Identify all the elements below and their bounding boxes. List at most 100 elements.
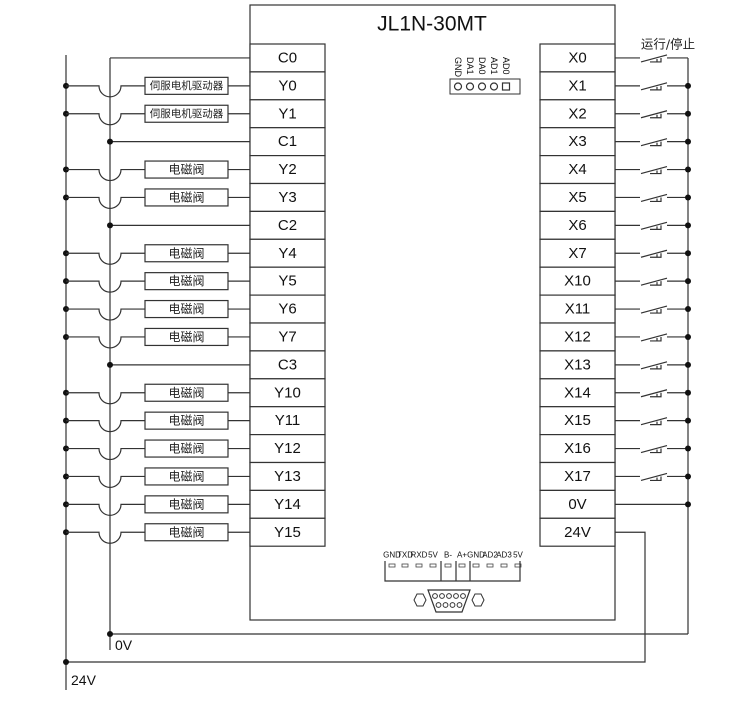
terminal-label: Y11 [275,412,301,429]
load-label: 伺服电机驱动器 [150,107,224,120]
switch-label: 运行/停止 [641,37,695,52]
switch-icon [615,361,688,370]
terminal-c0 [249,43,326,73]
switch-icon [615,417,688,426]
wire-load [66,85,250,98]
db9-pin [435,602,442,608]
terminal-label: X6 [568,217,586,234]
terminal-0v [539,489,616,519]
terminal-label: 24V [564,524,591,541]
wire-load [66,280,250,293]
terminal-label: Y10 [274,384,301,401]
junction-dot [685,110,691,117]
wire-load [66,475,250,488]
header-pin-label: GND [453,57,463,78]
terminal-x2 [539,99,616,129]
terminal-label: X12 [564,328,591,345]
terminal-y10 [249,378,326,408]
load-label: 电磁阀 [168,468,204,483]
db9-pin [449,602,456,608]
switch-icon [615,305,688,314]
terminal-label: X2 [568,105,586,122]
db9-pin [460,593,466,599]
wire-load [66,168,250,182]
switch-icon [615,333,688,342]
terminal-x13 [539,350,616,380]
junction-dot [685,138,691,145]
db9-pin [453,593,459,599]
solenoid-valve [144,244,229,263]
solenoid-valve [144,411,229,430]
wire-24v-bottom [66,531,646,663]
terminal-label: X4 [568,161,586,178]
terminal-label: Y3 [278,189,296,206]
terminal-label: X5 [568,189,586,206]
comm-pin-label: GND [467,551,485,560]
terminal-label: X0 [568,49,586,66]
label-0v: 0V [115,637,133,653]
solenoid-valve [144,523,229,542]
terminal-label: X15 [564,412,591,429]
junction-dot [107,222,113,229]
servo-driver [144,104,229,123]
junction-dot [685,306,691,313]
terminal-x3 [539,127,616,157]
header-pin-label: DA1 [465,57,475,75]
terminal-label: C0 [278,49,297,66]
junction-dot [685,333,691,340]
terminal-label: C3 [278,356,297,373]
junction-dot [685,166,691,173]
terminal-label: X10 [564,273,591,290]
header-pin-frame [449,78,521,95]
pin-circle-icon [489,82,499,91]
db9-connector [427,589,471,613]
pin-slot-icon [401,563,409,568]
switch-icon [615,54,688,63]
terminal-block-frame [384,561,521,582]
solenoid-valve [144,467,229,486]
comm-pin-label: 5V [428,551,438,560]
pin-slot-icon [514,563,522,568]
terminal-label: Y1 [278,105,296,122]
terminal-y15 [249,517,326,547]
header-pin-label: AD1 [489,57,499,75]
load-label: 电磁阀 [168,496,204,511]
terminal-x7 [539,238,616,268]
junction-dot [685,82,691,89]
pin-circle-icon [477,82,487,91]
db9-screw-icon [413,593,427,607]
junction-dot [63,659,69,665]
wire-load [66,113,250,126]
terminal-label: X13 [564,356,591,373]
db9-pin [439,593,445,599]
wire-load [66,196,250,209]
wire-load [66,308,250,321]
pin-slot-icon [415,563,423,568]
junction-dot [685,361,691,368]
header-pin-label: AD0 [501,57,511,75]
junction-dot [107,361,113,368]
terminal-label: Y7 [278,328,296,345]
switch-icon [615,249,688,258]
pin-slot-icon [472,563,480,568]
comm-pin-label: AD3 [496,551,512,560]
junction-dot [685,389,691,396]
terminal-label: Y6 [278,301,296,318]
pin-circle-icon [465,82,475,91]
pin-slot-icon [500,563,508,568]
junction-dot [685,417,691,424]
wire-load [66,252,250,265]
pin-slot-icon [444,563,452,568]
comm-pin-label: RXD [411,551,428,560]
terminal-label: Y15 [274,524,301,541]
load-label: 电磁阀 [168,245,204,260]
junction-dot [685,473,691,480]
comm-pin-label: B- [444,551,452,560]
terminal-label: X11 [565,301,591,318]
switch-icon [615,472,688,482]
wire-load [66,503,250,516]
load-label: 电磁阀 [168,441,204,456]
junction-dot [685,250,691,257]
switch-icon [615,110,688,119]
solenoid-valve [144,299,229,319]
